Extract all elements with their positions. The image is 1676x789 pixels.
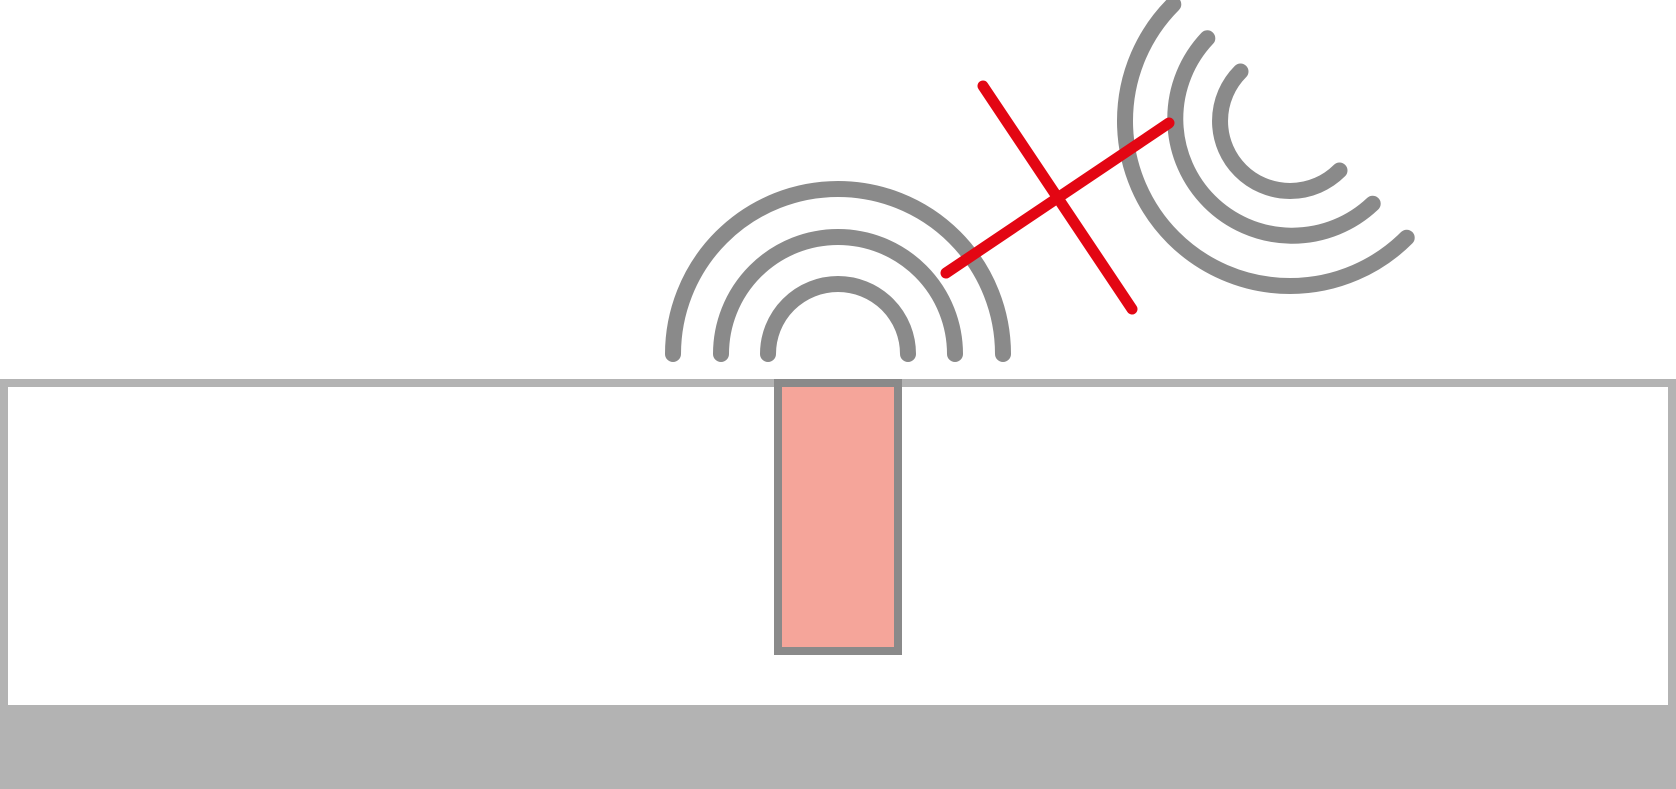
source-wave-arc-1 — [760, 276, 916, 362]
source-wave-arc-2 — [713, 229, 963, 362]
blocked-wave-arc-1 — [1212, 63, 1348, 199]
device-base — [0, 709, 1676, 789]
cross-stroke-2 — [940, 117, 1175, 279]
blocked-wave-arc-2 — [1167, 30, 1381, 244]
blocked-wave-arc-3 — [1116, 0, 1415, 295]
embedded-tag — [774, 379, 902, 655]
source-wave-arc-3 — [665, 181, 1011, 362]
